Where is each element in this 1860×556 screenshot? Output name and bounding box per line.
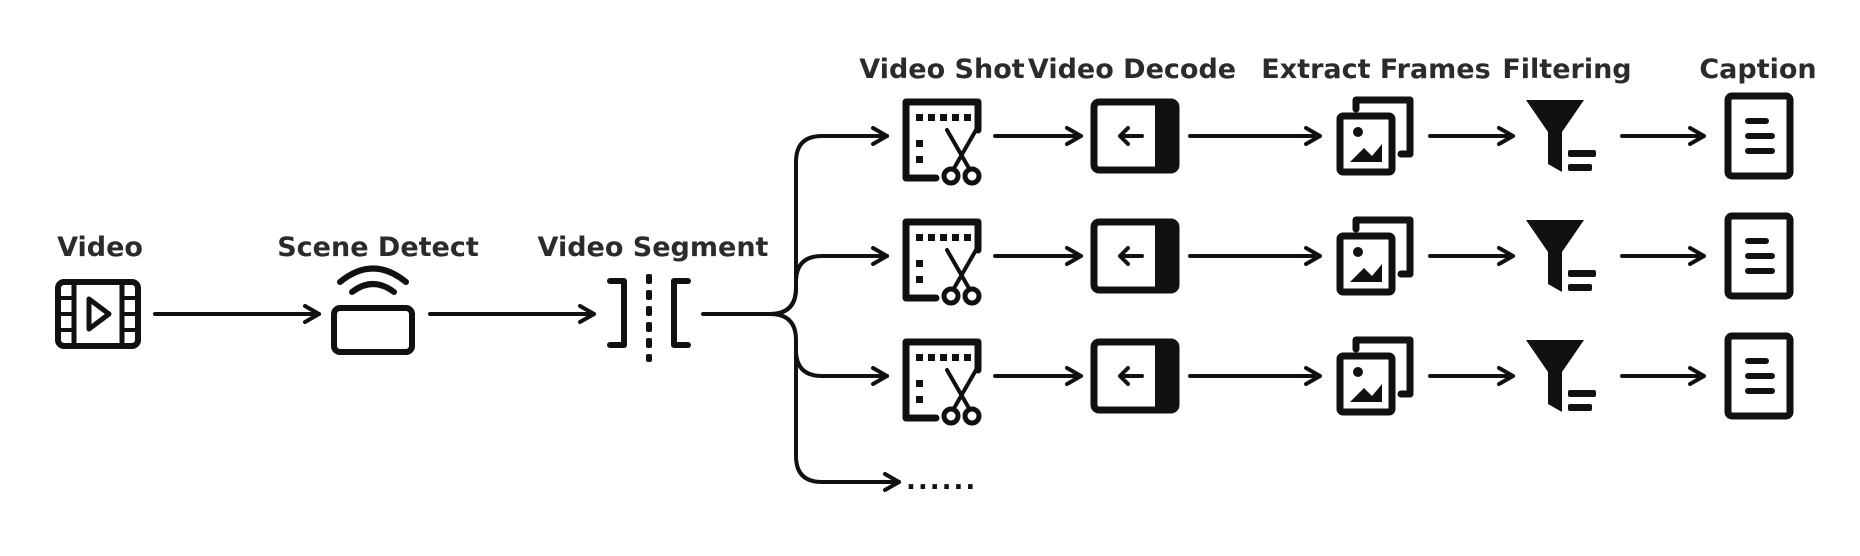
label-extract-frames: Extract Frames [1261, 54, 1490, 85]
filter-funnel-icon [1526, 220, 1596, 292]
pipeline-row-1 [906, 96, 1790, 183]
label-scene-detect: Scene Detect [277, 232, 479, 263]
filter-funnel-icon [1526, 340, 1596, 412]
video-decode-icon [1094, 102, 1176, 170]
film-strip-play-icon [55, 279, 141, 349]
pipeline-row-2 [906, 216, 1790, 303]
extract-frames-icon [1340, 100, 1410, 172]
pipeline-row-3 [906, 336, 1790, 423]
caption-document-icon [1728, 216, 1790, 296]
label-video-shot: Video Shot [859, 54, 1024, 85]
label-filtering: Filtering [1502, 54, 1631, 85]
video-decode-icon [1094, 222, 1176, 290]
extract-frames-icon [1340, 220, 1410, 292]
label-video-decode: Video Decode [1028, 54, 1236, 85]
label-video-segment: Video Segment [538, 232, 769, 263]
scene-detect-sensor-icon [331, 265, 415, 355]
video-shot-cut-icon [906, 222, 979, 303]
caption-document-icon [1728, 336, 1790, 416]
video-shot-cut-icon [906, 342, 979, 423]
label-caption: Caption [1699, 54, 1816, 85]
extract-frames-icon [1340, 340, 1410, 412]
branch-connector [701, 126, 901, 492]
video-shot-cut-icon [906, 102, 979, 183]
label-video: Video [57, 232, 143, 263]
continuation-ellipsis: ...... [906, 466, 977, 496]
caption-document-icon [1728, 96, 1790, 176]
segment-split-icon [607, 274, 691, 362]
filter-funnel-icon [1526, 100, 1596, 172]
video-decode-icon [1094, 342, 1176, 410]
